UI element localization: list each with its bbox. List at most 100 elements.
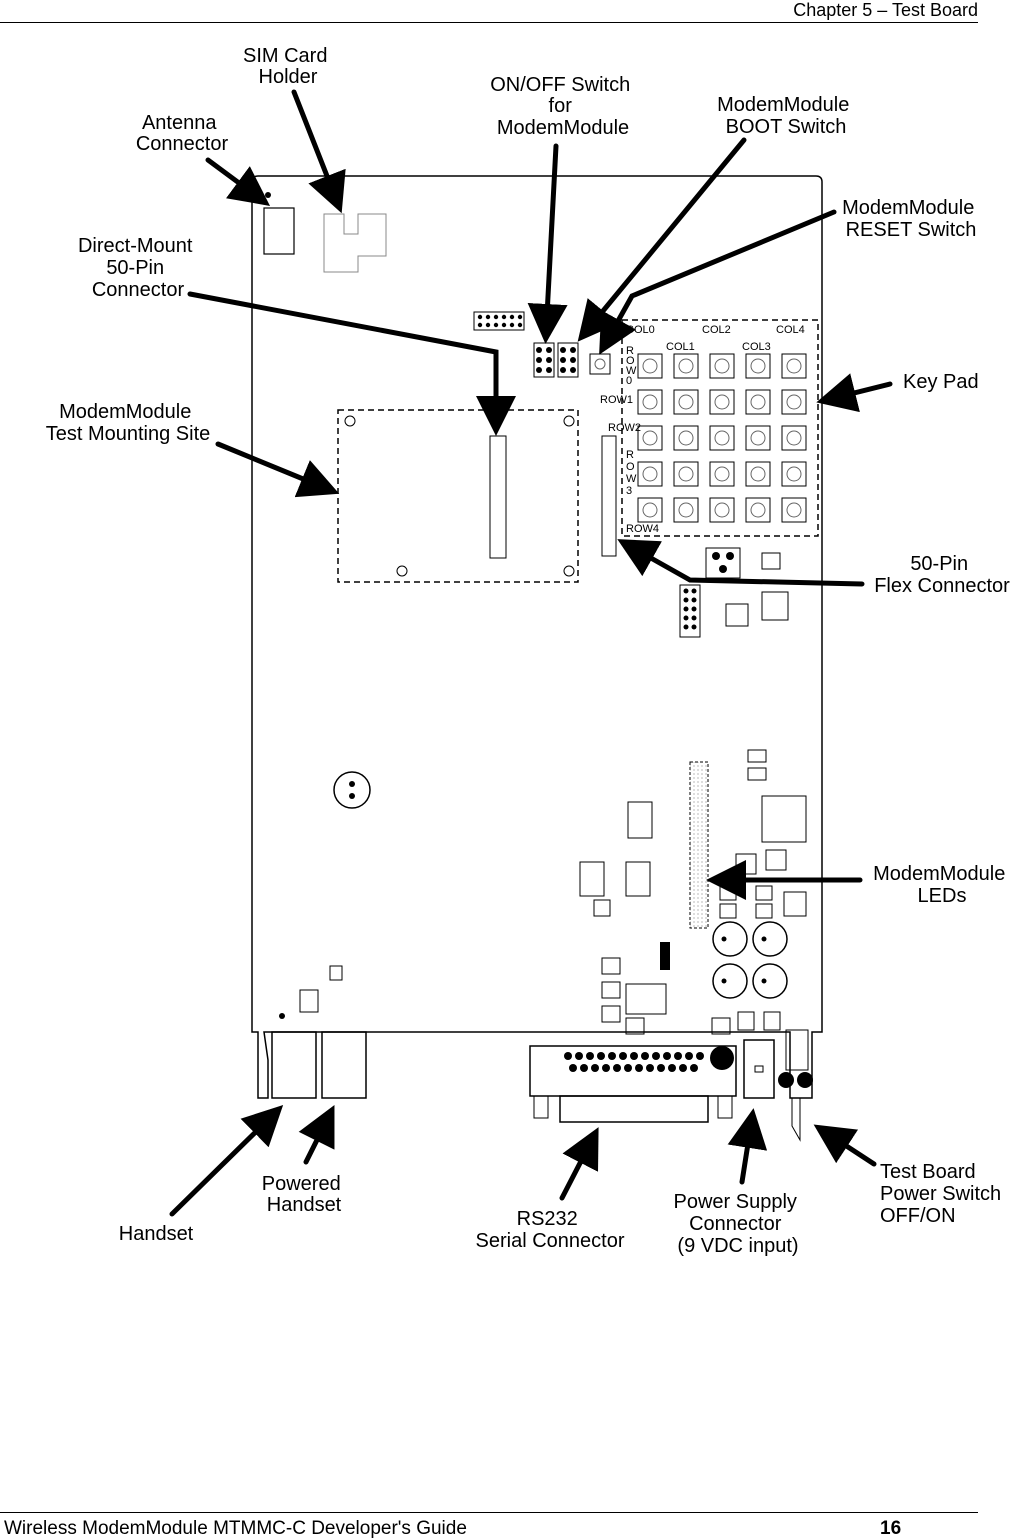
callout-direct-mount: Direct-Mount 50-Pin Connector xyxy=(78,235,198,301)
keypad-col2: COL2 xyxy=(702,324,731,336)
rs232-pin xyxy=(580,1064,588,1072)
keypad-key xyxy=(637,461,663,487)
keypad-key xyxy=(637,425,663,451)
callout-handset: Handset xyxy=(119,1223,194,1245)
rs232-pin xyxy=(602,1064,610,1072)
power-supply-connector xyxy=(743,1039,775,1099)
keypad-key xyxy=(745,389,771,415)
keypad-key xyxy=(745,497,771,523)
rs232-pin xyxy=(696,1052,704,1060)
keypad-key xyxy=(781,353,807,379)
keypad-key-dome xyxy=(642,502,658,518)
keypad-key xyxy=(709,353,735,379)
rs232-pin xyxy=(569,1064,577,1072)
keypad-key xyxy=(637,389,663,415)
callout-leds: ModemModule LEDs xyxy=(873,863,1011,907)
callout-antenna: Antenna Connector xyxy=(136,112,229,155)
keypad-key-dome xyxy=(642,430,658,446)
keypad-key xyxy=(709,425,735,451)
keypad-key xyxy=(673,425,699,451)
keypad-key xyxy=(637,353,663,379)
keypad-key-dome xyxy=(678,394,694,410)
keypad-key xyxy=(781,461,807,487)
rs232-pin xyxy=(575,1052,583,1060)
rs232-pin xyxy=(564,1052,572,1060)
handset-jack xyxy=(271,1031,317,1099)
test-mounting-site xyxy=(337,409,579,583)
rs232-pin xyxy=(630,1052,638,1060)
rs232-pin xyxy=(663,1052,671,1060)
rs232-pin xyxy=(674,1052,682,1060)
header-rule xyxy=(0,22,978,23)
keypad-key xyxy=(709,461,735,487)
keypad-key xyxy=(673,461,699,487)
rs232-pin xyxy=(591,1064,599,1072)
keypad-key xyxy=(745,425,771,451)
keypad-row3: R O W 3 xyxy=(626,449,639,497)
keypad-area xyxy=(621,319,819,537)
callout-on-off-switch: ON/OFF Switch for ModemModule xyxy=(490,74,636,139)
keypad-col0: COL0 xyxy=(626,324,655,336)
callout-sim-card: SIM Card Holder xyxy=(243,45,333,88)
on-off-switch-graphic xyxy=(533,342,555,378)
callout-rs232: RS232 Serial Connector xyxy=(476,1208,625,1252)
keypad-key xyxy=(673,497,699,523)
keypad-key-dome xyxy=(750,358,766,374)
keypad-key xyxy=(673,389,699,415)
keypad-col3: COL3 xyxy=(742,341,771,353)
keypad-key xyxy=(745,353,771,379)
keypad-row4: ROW4 xyxy=(626,523,659,535)
board-outline xyxy=(251,175,823,1099)
rs232-pin xyxy=(652,1052,660,1060)
rs232-pin xyxy=(685,1052,693,1060)
keypad-key xyxy=(709,497,735,523)
keypad-key-dome xyxy=(714,502,730,518)
keypad-key-dome xyxy=(750,466,766,482)
keypad-key-dome xyxy=(750,394,766,410)
boot-switch-graphic xyxy=(557,342,579,378)
keypad-col1: COL1 xyxy=(666,341,695,353)
keypad-key-dome xyxy=(642,466,658,482)
keypad-key xyxy=(673,353,699,379)
rs232-pin xyxy=(608,1052,616,1060)
footer-guide-title: Wireless ModemModule MTMMC-C Developer's… xyxy=(4,1518,467,1539)
keypad-key-dome xyxy=(786,466,802,482)
rs232-pin xyxy=(668,1064,676,1072)
rs232-pin xyxy=(690,1064,698,1072)
rs232-pin xyxy=(646,1064,654,1072)
keypad-row1: ROW1 xyxy=(600,394,633,406)
chapter-header: Chapter 5 – Test Board xyxy=(793,0,978,20)
footer-rule xyxy=(0,1512,978,1513)
keypad-key-dome xyxy=(786,430,802,446)
keypad-key xyxy=(637,497,663,523)
rs232-pin xyxy=(657,1064,665,1072)
keypad-key-dome xyxy=(678,430,694,446)
keypad-key-dome xyxy=(786,502,802,518)
callout-powered-handset: Powered Handset xyxy=(262,1173,347,1216)
rs232-pin xyxy=(619,1052,627,1060)
keypad-key-dome xyxy=(642,394,658,410)
callout-boot-switch: ModemModule BOOT Switch xyxy=(717,94,855,138)
rs232-pin xyxy=(613,1064,621,1072)
keypad-col4: COL4 xyxy=(776,324,805,336)
rs232-pin xyxy=(641,1052,649,1060)
callout-key-pad: Key Pad xyxy=(903,371,979,393)
callout-power-switch: Test Board Power Switch OFF/ON xyxy=(880,1161,1007,1227)
keypad-key-dome xyxy=(786,358,802,374)
powered-handset-jack xyxy=(321,1031,367,1099)
keypad-key xyxy=(745,461,771,487)
keypad-key-dome xyxy=(714,430,730,446)
rs232-pin xyxy=(586,1052,594,1060)
keypad-key-dome xyxy=(714,394,730,410)
callout-power-supply: Power Supply Connector (9 VDC input) xyxy=(674,1191,803,1257)
keypad-key xyxy=(781,389,807,415)
rs232-pin xyxy=(679,1064,687,1072)
keypad-key-dome xyxy=(786,394,802,410)
rs232-pin xyxy=(635,1064,643,1072)
rs232-pin xyxy=(597,1052,605,1060)
keypad-key-dome xyxy=(714,358,730,374)
keypad-key-dome xyxy=(750,502,766,518)
keypad-key-dome xyxy=(642,358,658,374)
keypad-key xyxy=(781,425,807,451)
